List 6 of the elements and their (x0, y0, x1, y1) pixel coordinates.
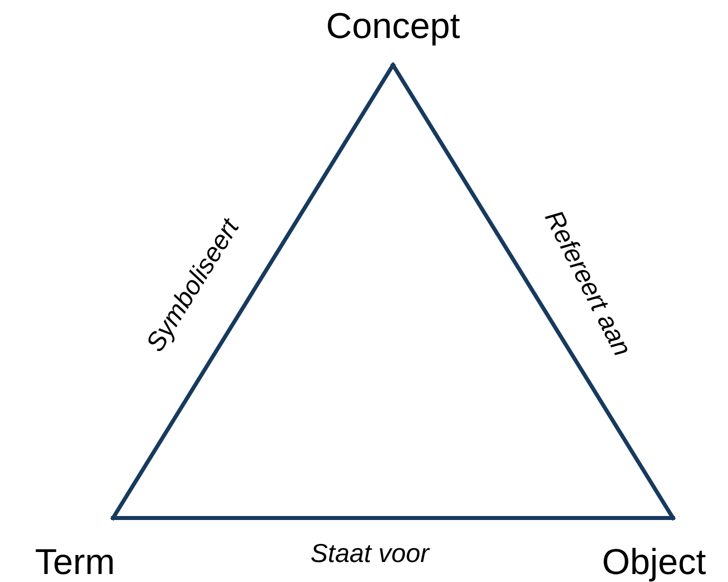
triangle-side (111, 516, 675, 520)
corner-label: Term (35, 544, 115, 580)
triangle-side (391, 63, 675, 520)
corner-label: Object (602, 544, 706, 580)
corner-label: Concept (326, 8, 460, 44)
triangle-side (111, 63, 395, 520)
